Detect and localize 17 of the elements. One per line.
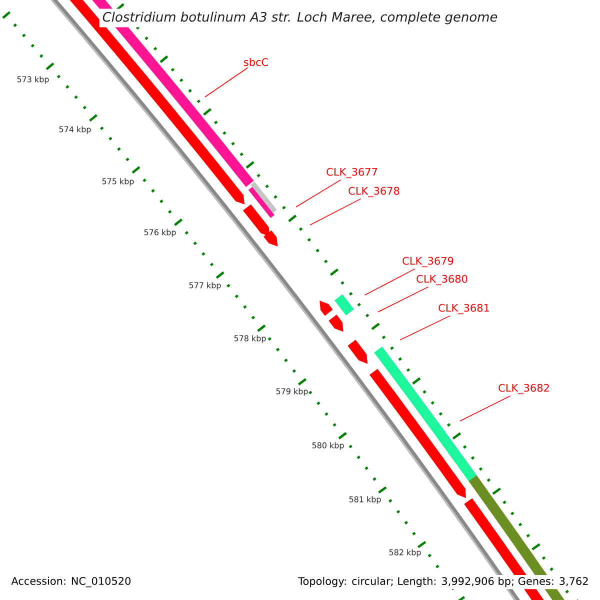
leader-line — [310, 198, 362, 226]
gene-label: CLK_3682 — [498, 384, 549, 394]
gene-label: CLK_3678 — [348, 186, 400, 198]
gene-label: CLK_3680 — [416, 274, 468, 286]
leader-line — [296, 179, 342, 208]
gene-label: CLK_3679 — [402, 256, 454, 268]
title: Clostridium botulinum A3 str. Loch Maree, complete genome — [99, 8, 501, 28]
leader-line — [364, 268, 416, 296]
gene-label: sbcC — [244, 58, 268, 66]
leader-line — [400, 315, 450, 340]
footer-text: Topology: circular; Length: 3,992,906 bp; Genes: 3,762 — [296, 574, 591, 590]
leader-line — [204, 67, 248, 98]
footer-text: Accession: NC_010520 — [9, 574, 134, 590]
gene-label: CLK_3681 — [438, 304, 489, 314]
leader-line — [378, 286, 429, 312]
gene-label: CLK_3677 — [326, 168, 378, 178]
leader-line — [460, 395, 511, 422]
